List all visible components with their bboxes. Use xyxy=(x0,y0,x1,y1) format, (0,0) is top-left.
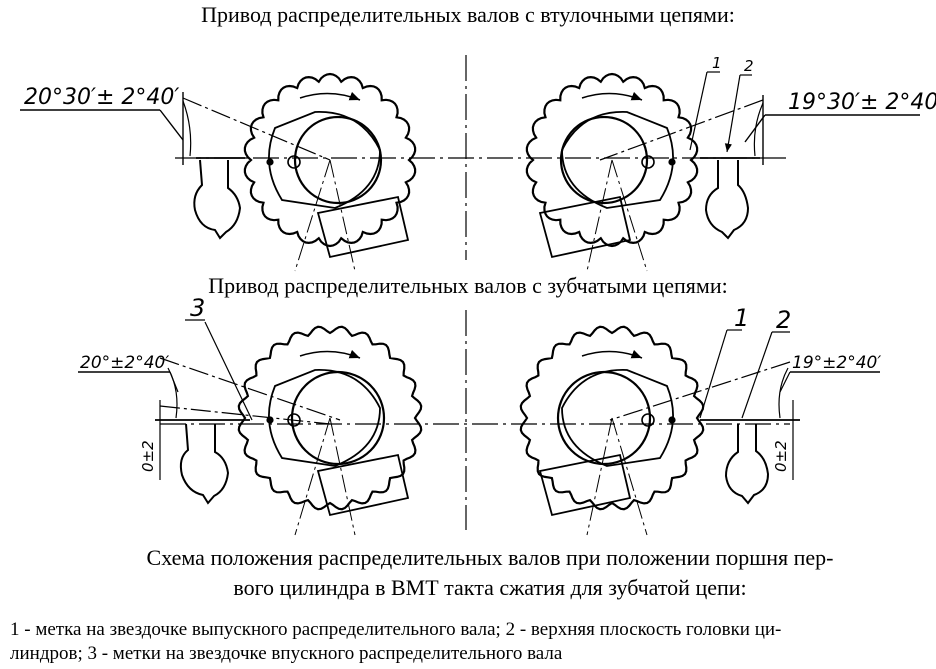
timing-mark xyxy=(287,155,301,169)
camshaft-hub xyxy=(559,115,649,205)
radial-line xyxy=(611,159,648,272)
bearing-block xyxy=(316,195,410,259)
radial-line xyxy=(586,159,613,272)
callout-1-top: 1 xyxy=(712,54,722,72)
angle-label-top-right: 19°30′± 2°40′ xyxy=(788,90,936,115)
rotation-arrow xyxy=(581,91,643,101)
sprocket-top-right xyxy=(525,72,699,272)
sprocket-teeth xyxy=(519,325,705,511)
callout-2-bottom: 2 xyxy=(776,306,791,334)
radial-line xyxy=(586,417,613,536)
bearing-caps xyxy=(179,159,770,505)
callout-2-top: 2 xyxy=(744,57,754,75)
caption-line-2: вого цилиндра в ВМТ такта сжатия для зуб… xyxy=(233,575,747,600)
sprocket-bottom-right xyxy=(519,325,705,536)
bottom-row-lines xyxy=(78,310,880,530)
bearing-block xyxy=(538,195,632,259)
angle-label-bottom-right: 19°±2°40′ xyxy=(792,353,881,373)
radial-line xyxy=(294,417,331,536)
timing-mark xyxy=(641,413,655,427)
figure-legend: 1 - метка на звездочке выпускного распре… xyxy=(10,618,930,666)
timing-dot xyxy=(668,416,676,424)
rotation-arrow xyxy=(581,349,643,359)
rotation-arrow xyxy=(299,349,361,359)
timing-dot xyxy=(266,158,274,166)
callout-1-bottom: 1 xyxy=(734,304,749,332)
legend-line-1: 1 - метка на звездочке выпускного распре… xyxy=(10,619,782,640)
cam-lobe xyxy=(561,111,674,209)
sprocket-teeth xyxy=(525,72,699,248)
timing-dot xyxy=(668,158,676,166)
radial-line xyxy=(611,417,648,536)
sprocket-top-left xyxy=(243,72,417,272)
tolerance-label-left: 0±2 xyxy=(139,440,157,472)
rotation-arrow xyxy=(299,91,361,101)
sprocket-teeth xyxy=(243,72,417,248)
camshaft-hub xyxy=(293,115,383,205)
angle-label-bottom-left: 20°±2°40′ xyxy=(80,353,169,373)
cam-lobe xyxy=(268,369,381,467)
bearing-block xyxy=(316,453,410,517)
cam-lobe xyxy=(268,111,381,209)
radial-line xyxy=(329,159,356,272)
title-bushing-chain: Привод распределительных валов с втулочн… xyxy=(201,2,735,27)
caption-line-1: Схема положения распределительных валов … xyxy=(146,545,834,570)
title-toothed-chain: Привод распределительных валов с зубчаты… xyxy=(208,273,728,298)
radial-line xyxy=(329,417,356,536)
sprocket-teeth xyxy=(237,325,423,511)
timing-mark xyxy=(641,155,655,169)
sprocket-bottom-left xyxy=(237,325,423,536)
radial-line xyxy=(294,159,331,272)
annotation-labels: 20°30′± 2°40′ 19°30′± 2°40′ 20°±2°40′ 19… xyxy=(24,54,936,472)
camshaft-hub xyxy=(556,370,652,466)
camshaft-hub xyxy=(290,370,386,466)
tolerance-label-right: 0±2 xyxy=(772,440,790,472)
angle-label-top-left: 20°30′± 2°40′ xyxy=(24,85,179,110)
cam-lobe xyxy=(561,369,674,467)
legend-line-2: линдров; 3 - метки на звездочке впускног… xyxy=(10,643,563,664)
figure-caption: Схема положения распределительных валов … xyxy=(60,543,920,603)
bearing-block xyxy=(538,453,632,517)
top-row-lines xyxy=(20,55,920,260)
callout-3-bottom: 3 xyxy=(190,294,205,322)
